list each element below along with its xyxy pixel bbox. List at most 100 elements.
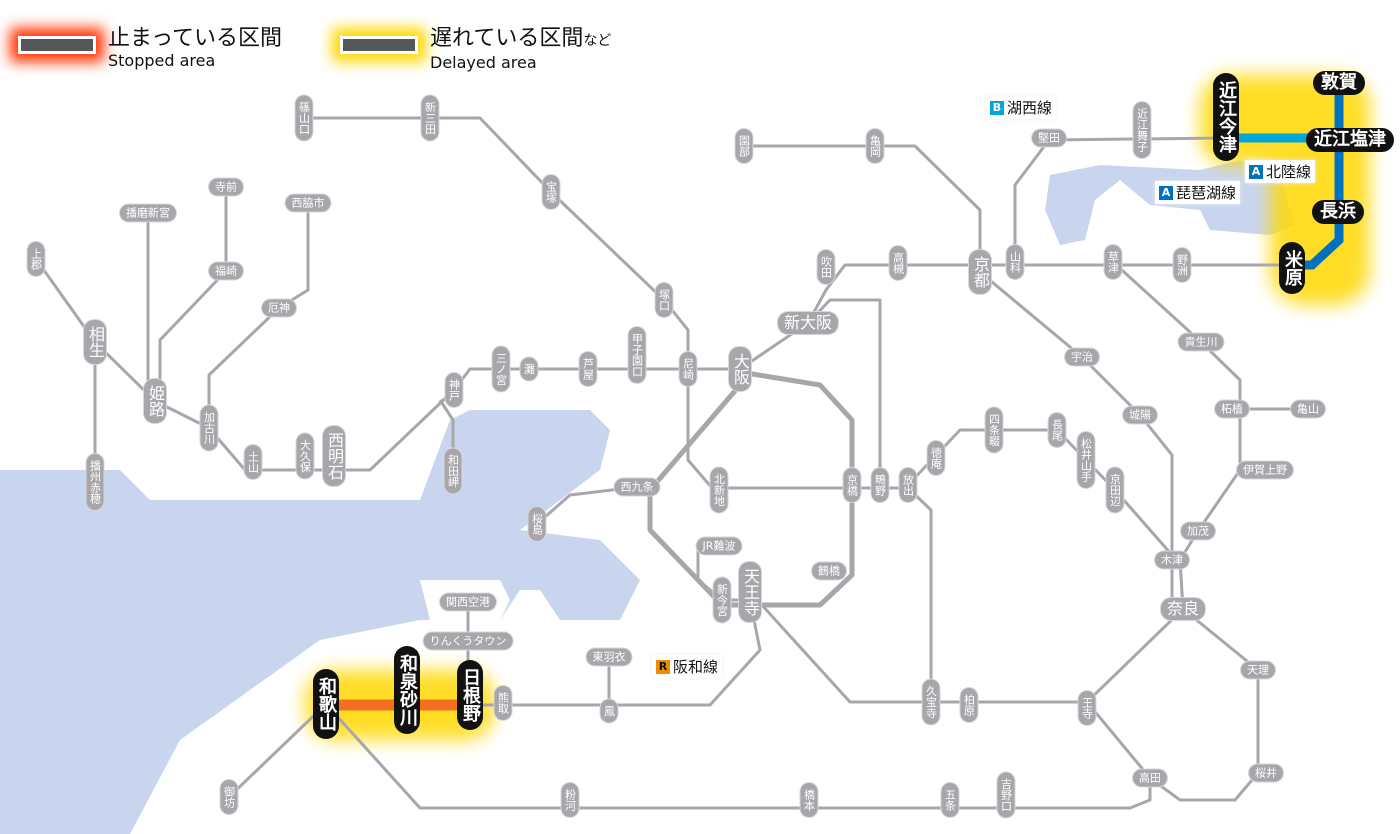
station[interactable]: 西脇市 bbox=[285, 194, 331, 212]
station-affected[interactable]: 和泉砂川 bbox=[394, 646, 420, 734]
stopped-swatch bbox=[18, 36, 96, 54]
station[interactable]: 吉野口 bbox=[997, 772, 1015, 818]
legend-stopped: 止まっている区間 Stopped area bbox=[18, 26, 282, 70]
station[interactable]: 伊賀上野 bbox=[1237, 461, 1293, 479]
line-name: 阪和線 bbox=[673, 658, 719, 676]
station[interactable]: 北新地 bbox=[710, 467, 728, 513]
station[interactable]: 鳳 bbox=[600, 699, 618, 723]
line-badge: B bbox=[990, 100, 1004, 115]
station[interactable]: 柘植 bbox=[1215, 400, 1249, 418]
station[interactable]: 松井山手 bbox=[1077, 432, 1095, 488]
station[interactable]: 播磨新宮 bbox=[120, 204, 176, 222]
station[interactable]: 城陽 bbox=[1123, 406, 1157, 424]
station[interactable]: 土山 bbox=[244, 445, 262, 479]
station[interactable]: 徳庵 bbox=[927, 441, 945, 475]
station[interactable]: 奈良 bbox=[1160, 598, 1206, 620]
station[interactable]: 木津 bbox=[1155, 551, 1189, 569]
station[interactable]: 厄神 bbox=[262, 299, 296, 317]
station[interactable]: 宇治 bbox=[1065, 348, 1099, 366]
station[interactable]: 尼崎 bbox=[679, 352, 697, 386]
station[interactable]: 桜島 bbox=[528, 507, 546, 541]
station[interactable]: 新大阪 bbox=[777, 312, 839, 334]
station[interactable]: 橋本 bbox=[800, 783, 818, 817]
station[interactable]: 加茂 bbox=[1181, 522, 1215, 540]
station[interactable]: 和田岬 bbox=[444, 448, 462, 494]
station[interactable]: 相生 bbox=[84, 320, 106, 364]
station[interactable]: 京都 bbox=[969, 250, 991, 294]
rail-line bbox=[906, 486, 933, 702]
station[interactable]: 神戸 bbox=[445, 373, 463, 407]
station[interactable]: 京橋 bbox=[843, 468, 861, 502]
station[interactable]: 高田 bbox=[1133, 769, 1167, 787]
rail-line bbox=[744, 144, 982, 272]
station[interactable]: 上郡 bbox=[27, 242, 45, 276]
station[interactable]: 大阪 bbox=[729, 347, 751, 391]
station-affected[interactable]: 敦賀 bbox=[1313, 71, 1365, 95]
station[interactable]: 西九条 bbox=[614, 478, 660, 496]
station[interactable]: 高槻 bbox=[889, 246, 907, 280]
station[interactable]: 貴生川 bbox=[1178, 333, 1224, 351]
station[interactable]: 寺前 bbox=[209, 178, 243, 196]
station[interactable]: 塚口 bbox=[655, 283, 673, 317]
line-badge: R bbox=[656, 659, 670, 674]
station[interactable]: 天理 bbox=[1241, 661, 1275, 679]
station[interactable]: JR難波 bbox=[696, 537, 742, 555]
station[interactable]: 吹田 bbox=[817, 250, 835, 284]
station[interactable]: 京田辺 bbox=[1106, 467, 1124, 513]
station[interactable]: 灘 bbox=[520, 357, 538, 381]
station[interactable]: 柏原 bbox=[960, 688, 978, 722]
station[interactable]: 五条 bbox=[941, 783, 959, 817]
station[interactable]: 新三田 bbox=[421, 95, 439, 141]
station[interactable]: 草津 bbox=[1104, 245, 1122, 279]
station[interactable]: 放出 bbox=[899, 468, 917, 502]
station-affected[interactable]: 日根野 bbox=[457, 660, 483, 730]
station[interactable]: 福崎 bbox=[209, 262, 243, 280]
station[interactable]: 山科 bbox=[1006, 245, 1024, 279]
station[interactable]: 御坊 bbox=[220, 780, 238, 814]
station-affected[interactable]: 長浜 bbox=[1312, 200, 1364, 224]
station[interactable]: 西明石 bbox=[323, 426, 345, 486]
delayed-swatch bbox=[340, 36, 418, 54]
station[interactable]: 甲子園口 bbox=[628, 327, 646, 383]
station[interactable]: 加古川 bbox=[200, 405, 218, 451]
rail-line bbox=[647, 369, 855, 608]
station[interactable]: 芦屋 bbox=[579, 352, 597, 386]
station[interactable]: 長尾 bbox=[1048, 413, 1066, 447]
station[interactable]: 四条畷 bbox=[985, 407, 1003, 453]
station[interactable]: 天王寺 bbox=[739, 562, 761, 622]
rail-line bbox=[227, 702, 328, 799]
station[interactable]: 熊取 bbox=[494, 686, 512, 720]
station[interactable]: 園部 bbox=[735, 129, 753, 163]
station[interactable]: 堅田 bbox=[1032, 129, 1066, 147]
station[interactable]: 鴫野 bbox=[871, 468, 889, 502]
station[interactable]: 亀岡 bbox=[866, 129, 884, 163]
station[interactable]: 近江舞子 bbox=[1133, 102, 1151, 158]
station[interactable]: 三ノ宮 bbox=[492, 346, 510, 392]
station[interactable]: 粉河 bbox=[561, 783, 579, 817]
station[interactable]: 王寺 bbox=[1078, 691, 1096, 725]
station[interactable]: 亀山 bbox=[1291, 400, 1325, 418]
station[interactable]: 宝塚 bbox=[542, 175, 560, 209]
stopped-label-en: Stopped area bbox=[108, 51, 216, 70]
station[interactable]: 鶴橋 bbox=[812, 562, 846, 580]
station[interactable]: 姫路 bbox=[144, 379, 166, 423]
station[interactable]: 大久保 bbox=[296, 433, 314, 479]
station[interactable]: 篠山口 bbox=[295, 95, 313, 141]
station[interactable]: 関西空港 bbox=[440, 593, 496, 611]
station[interactable]: 新今宮 bbox=[713, 577, 731, 623]
station[interactable]: 野洲 bbox=[1173, 248, 1191, 282]
station[interactable]: 桜井 bbox=[1249, 764, 1283, 782]
station-affected[interactable]: 米原 bbox=[1279, 242, 1305, 294]
station[interactable]: りんくうタウン bbox=[423, 632, 513, 650]
station[interactable]: 東羽衣 bbox=[586, 648, 632, 666]
station-affected[interactable]: 和歌山 bbox=[313, 669, 339, 739]
station-affected[interactable]: 近江今津 bbox=[1213, 73, 1239, 161]
rail-line bbox=[806, 298, 882, 485]
station[interactable]: 久宝寺 bbox=[922, 679, 940, 725]
station[interactable]: 播州赤穂 bbox=[86, 454, 104, 510]
station-affected[interactable]: 近江塩津 bbox=[1306, 128, 1394, 152]
